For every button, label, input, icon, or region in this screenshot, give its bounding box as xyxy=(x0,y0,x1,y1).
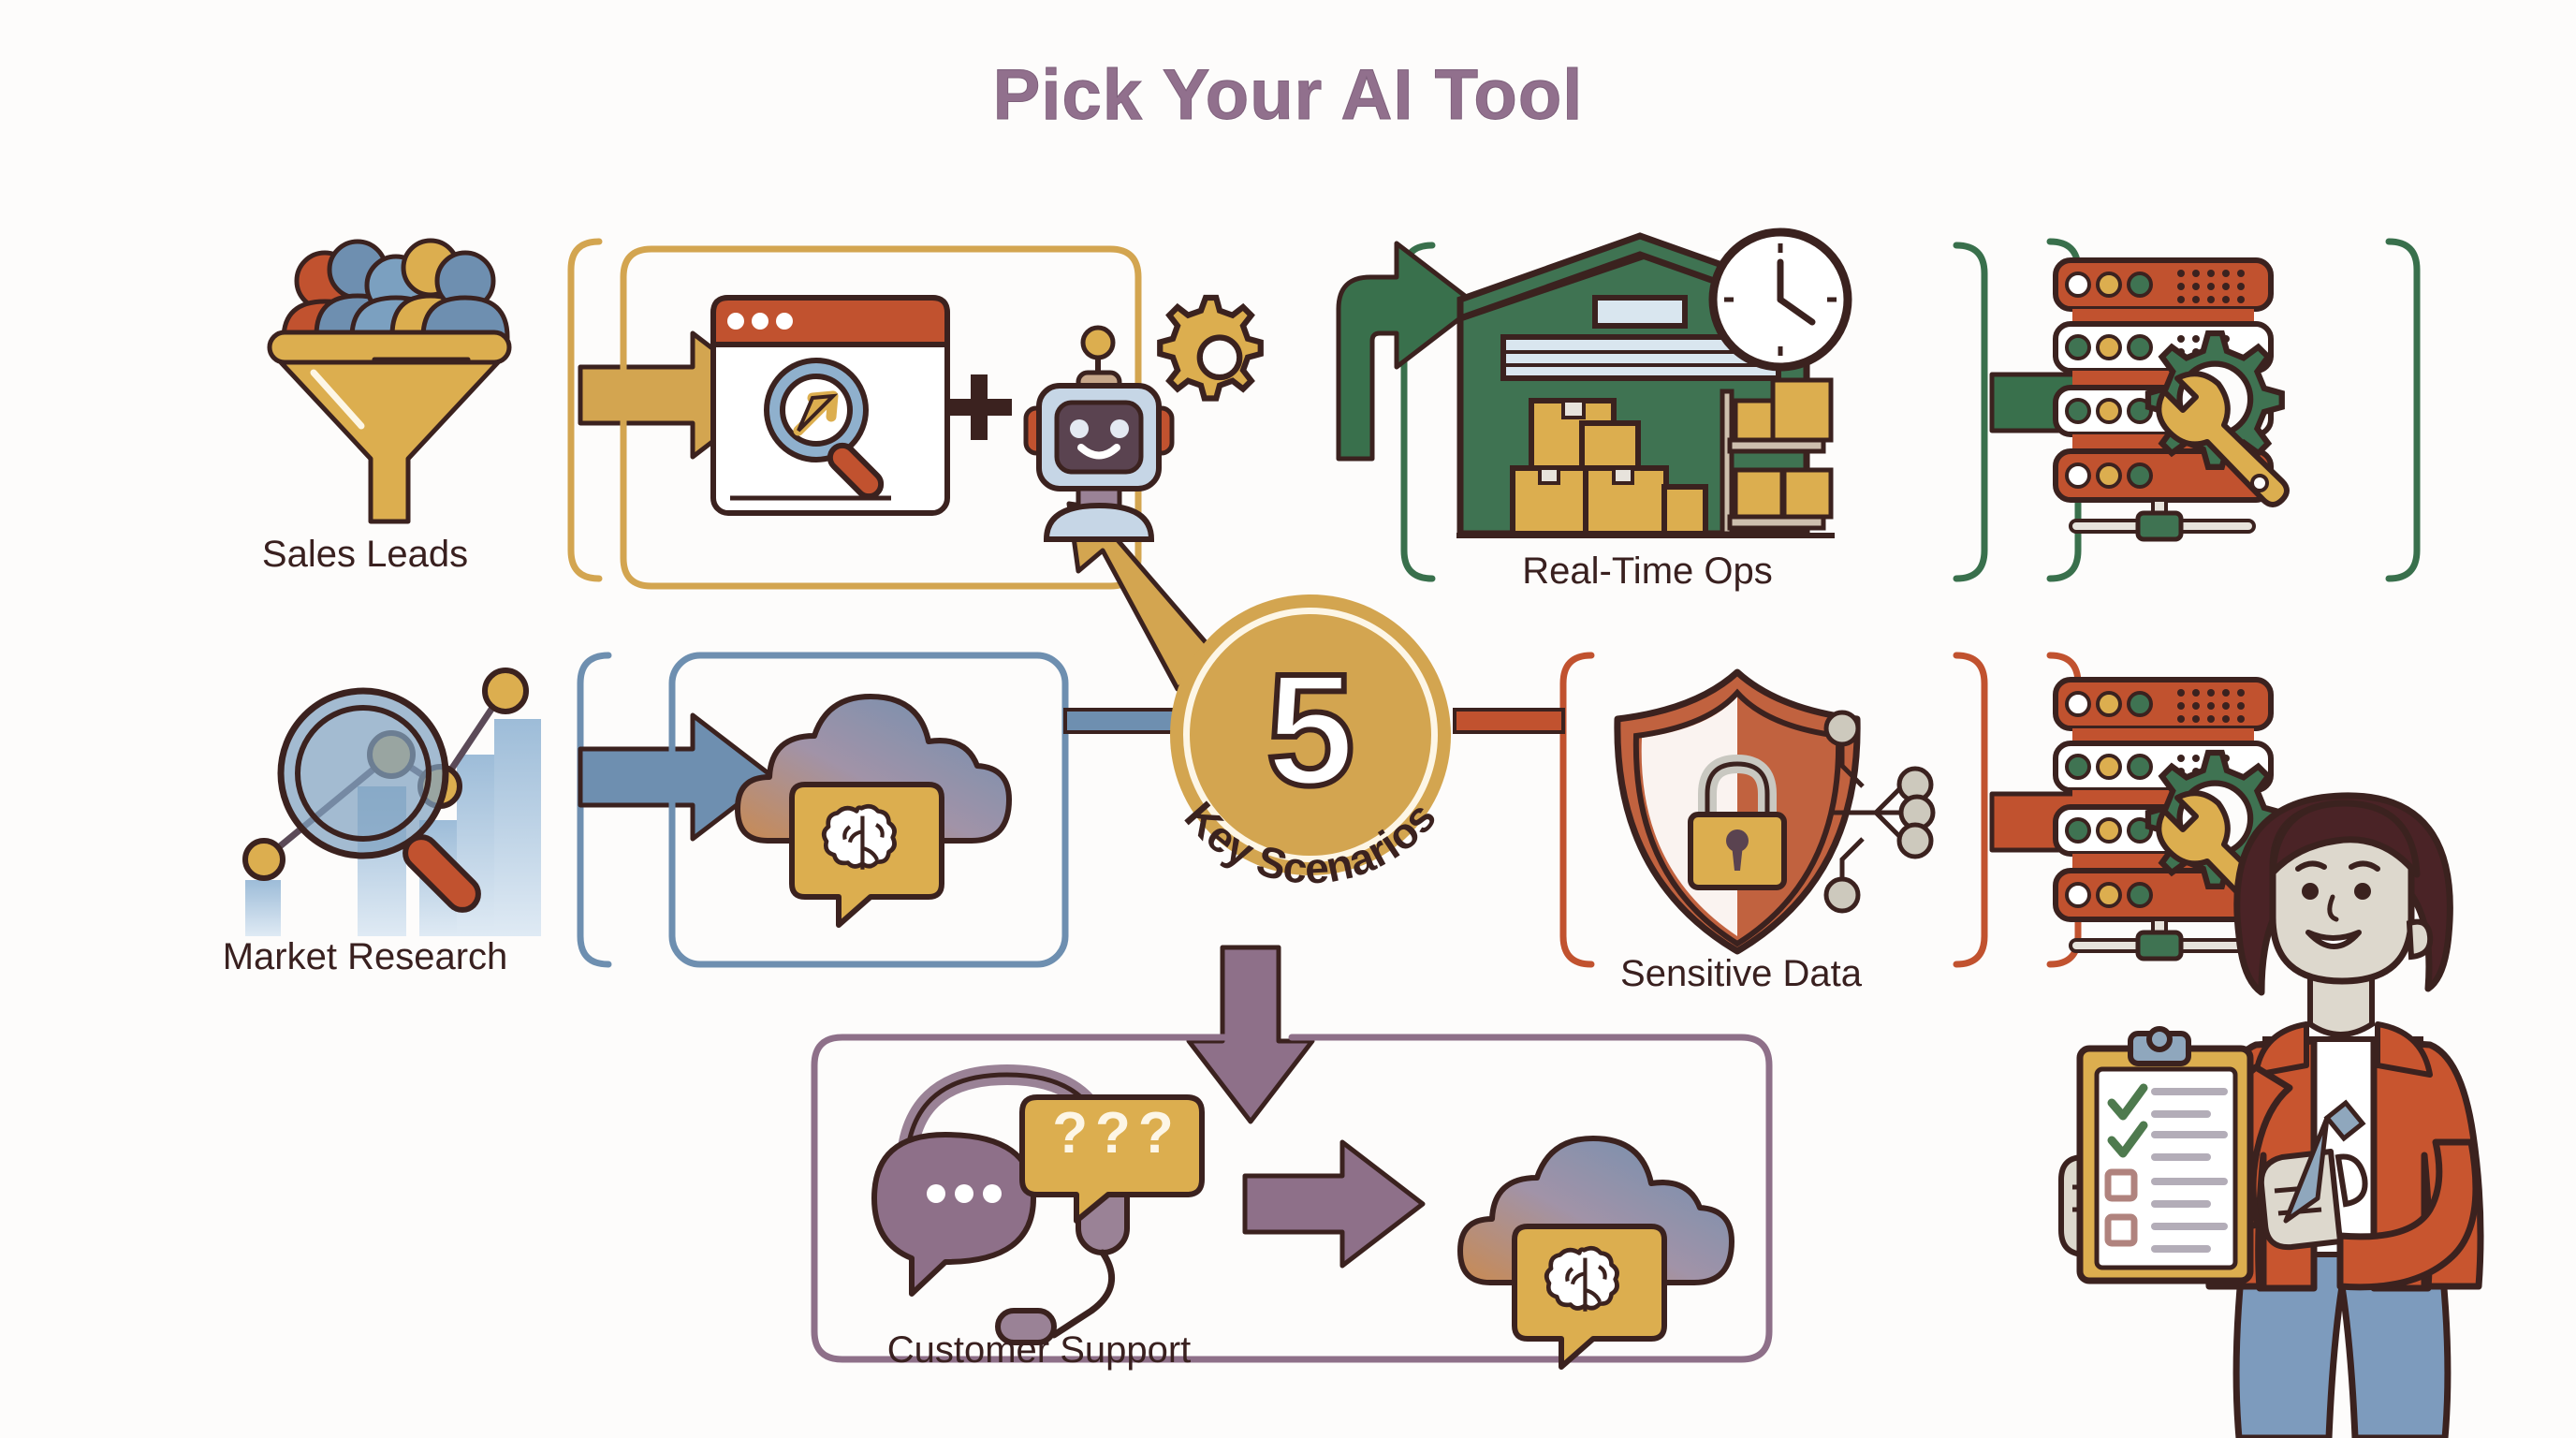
robot-gear-icon xyxy=(1023,294,1264,542)
label-customer-support: Customer Support xyxy=(886,1329,1192,1371)
cloud-brain-icon-support xyxy=(1457,1136,1734,1370)
bracket-market-source xyxy=(577,652,612,968)
arrow-badge-to-support xyxy=(1186,945,1315,1124)
center-badge: 5 Key Scenarios xyxy=(1170,594,1451,893)
bracket-sales-source xyxy=(567,238,603,582)
frame-sales-tool xyxy=(620,245,1142,590)
shield-lock-icon xyxy=(1614,668,1936,955)
arrow-sensitive-to-tool xyxy=(1989,757,2169,887)
plus-icon xyxy=(946,374,1012,440)
arrow-sales-to-tool xyxy=(578,330,776,460)
badge-arc-label: Key Scenarios xyxy=(1176,792,1445,892)
label-real-time-ops: Real-Time Ops xyxy=(1522,550,1773,592)
arrow-market-to-tool xyxy=(578,712,776,842)
frame-market-tool xyxy=(668,652,1069,968)
frame-ops-tool xyxy=(2046,238,2421,582)
frame-support xyxy=(811,1034,1773,1363)
warehouse-clock-icon xyxy=(1456,227,1852,538)
magnifier-chart-icon xyxy=(242,668,541,936)
page-title: Pick Your AI Tool xyxy=(992,55,1584,136)
funnel-people-icon xyxy=(267,238,512,524)
cloud-brain-icon xyxy=(735,694,1012,928)
badge-arc-text: Key Scenarios xyxy=(1176,792,1445,892)
question-marks-text: ??? xyxy=(1052,1100,1181,1166)
bracket-ops-source xyxy=(1400,242,1988,582)
frame-sensitive-tool xyxy=(2046,652,2082,968)
businesswoman-illustration xyxy=(2058,792,2484,1438)
server-gear-wrench-icon-top xyxy=(2053,257,2290,542)
server-gear-wrench-icon-bottom xyxy=(2053,677,2290,961)
arrow-support-to-tool xyxy=(1242,1139,1426,1269)
badge-number: 5 xyxy=(1264,641,1358,819)
arrow-ops-to-tool xyxy=(1989,338,2169,467)
label-sales-leads: Sales Leads xyxy=(261,534,469,575)
bracket-sensitive-source xyxy=(1559,652,1988,968)
label-sensitive-data: Sensitive Data xyxy=(1620,953,1862,994)
browser-search-icon xyxy=(710,295,950,516)
arrow-badge-to-ops xyxy=(1336,241,1480,462)
label-market-research: Market Research xyxy=(222,936,508,977)
badge-inner-ring xyxy=(1183,608,1438,862)
